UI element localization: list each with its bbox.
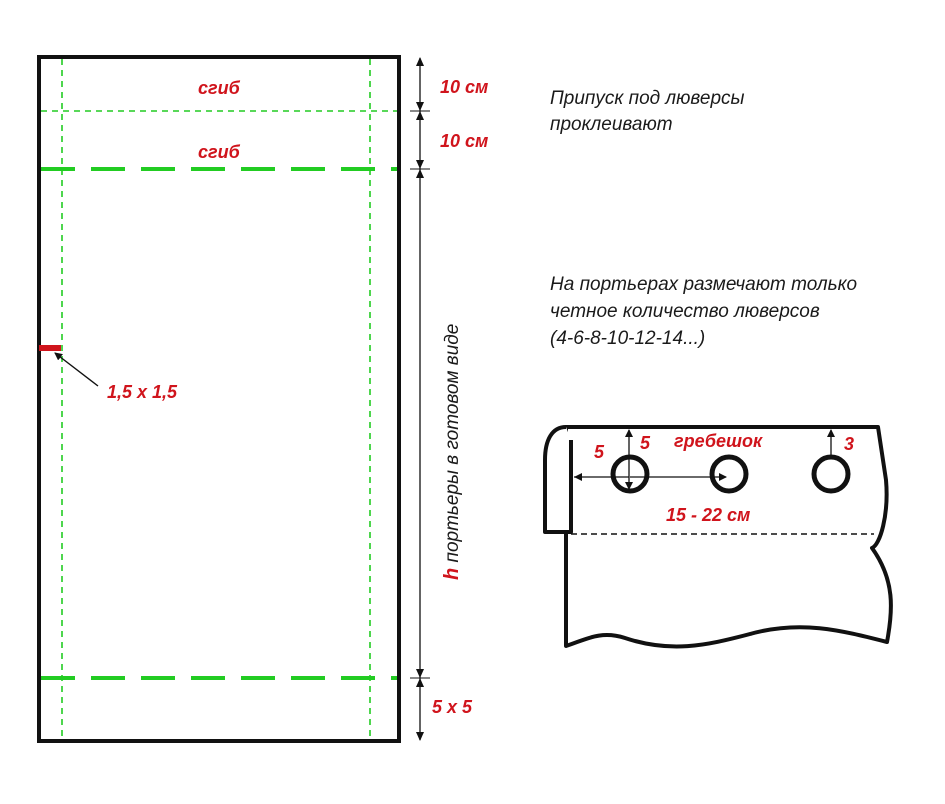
dim-arrow — [416, 160, 424, 169]
top-offset-label: 5 — [640, 433, 651, 453]
eyelet-ring — [610, 454, 650, 494]
dimension-column: 10 см 10 см 5 х 5 h портьеры в готовом в… — [410, 57, 488, 741]
side-offset-label: 5 — [594, 442, 605, 462]
note-eyelet-count-3: (4-6-8-10-12-14...) — [550, 328, 705, 349]
dim-arrow — [625, 429, 633, 437]
crest-label: гребешок — [674, 431, 763, 451]
note-eyelet-count-1: На портьерах размечают только — [550, 274, 857, 295]
dim-arrow — [416, 102, 424, 111]
dim-arrow — [416, 57, 424, 66]
height-text: портьеры в готовом виде — [442, 324, 463, 568]
height-label: h портьеры в готовом виде — [441, 324, 463, 580]
dim-arrow — [416, 669, 424, 678]
notes: Припуск под люверсы проклеивают На порть… — [550, 88, 857, 349]
spacing-label: 15 - 22 см — [666, 505, 750, 525]
dim-label-top-2: 10 см — [440, 131, 488, 151]
curtain-panel: сгиб сгиб 1,5 х 1,5 — [37, 55, 401, 743]
dim-arrow — [625, 482, 633, 490]
right-offset-label: 3 — [844, 434, 854, 454]
dim-arrow — [416, 678, 424, 687]
folded-edge — [543, 425, 573, 534]
dim-arrow — [416, 111, 424, 120]
note-eyelet-allowance-1: Припуск под люверсы — [550, 88, 745, 109]
corner-size-label: 1,5 х 1,5 — [107, 382, 178, 402]
dim-arrow — [827, 429, 835, 437]
fold-label-2: сгиб — [198, 142, 241, 162]
dim-arrow — [719, 473, 727, 481]
dim-arrow — [416, 169, 424, 178]
eyelet-detail: 5 5 гребешок 3 15 - 22 см — [543, 425, 893, 649]
dim-label-bottom: 5 х 5 — [432, 697, 473, 717]
note-eyelet-allowance-2: проклеивают — [550, 114, 673, 135]
corner-cut-marker — [39, 345, 61, 351]
curtain-outline — [37, 55, 401, 743]
dim-label-top-1: 10 см — [440, 77, 488, 97]
dim-arrow — [574, 473, 582, 481]
height-var: h — [441, 568, 463, 580]
corner-arrow — [54, 352, 99, 387]
eyelet-ring — [709, 454, 749, 494]
fold-label-1: сгиб — [198, 78, 241, 98]
eyelet-ring — [811, 454, 851, 494]
dim-arrow — [416, 732, 424, 741]
note-eyelet-count-2: четное количество люверсов — [550, 301, 820, 322]
